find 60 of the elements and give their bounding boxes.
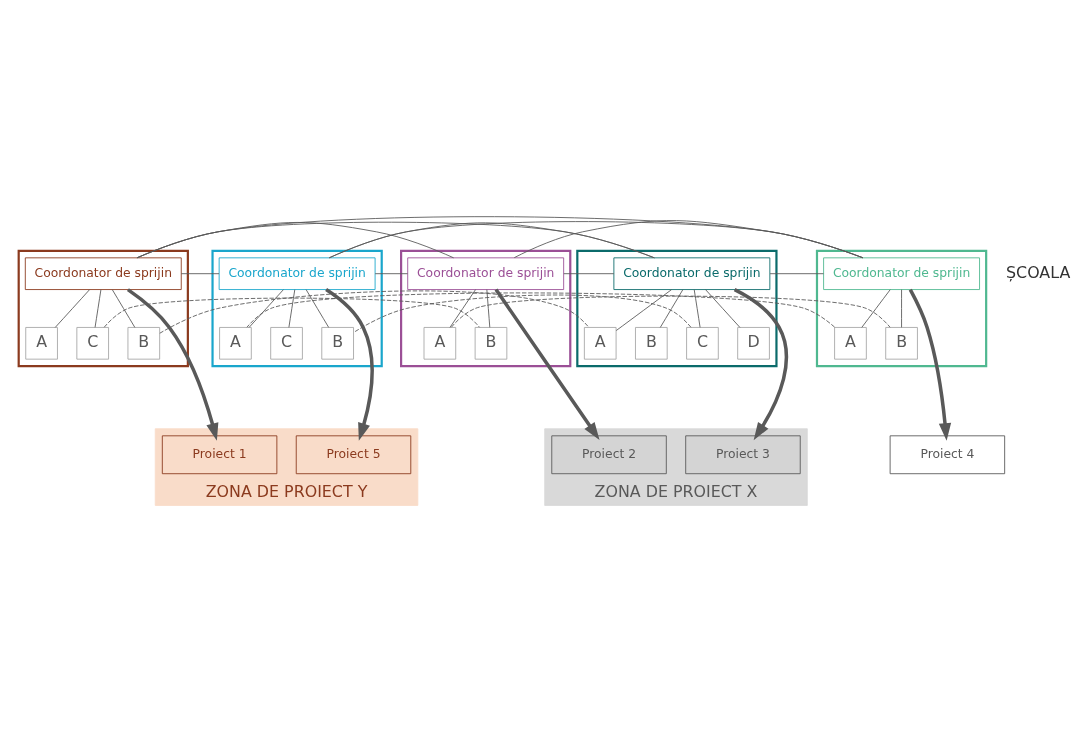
node-box: Proiect 1	[161, 435, 278, 475]
node-box: C	[270, 327, 303, 360]
connector	[328, 221, 864, 259]
connector	[246, 292, 836, 328]
arrow	[126, 288, 219, 441]
node-box: B	[635, 327, 668, 360]
node-box: A	[583, 327, 617, 360]
node-box: C	[76, 327, 109, 360]
cluster	[576, 249, 778, 368]
connector	[103, 297, 480, 328]
node-box: Coordonator de sprijin	[613, 257, 771, 290]
node-box: B	[474, 327, 508, 360]
node-box: Coordonator de sprijin	[24, 257, 182, 290]
connector	[449, 289, 476, 328]
cluster	[17, 249, 189, 368]
connector	[180, 273, 220, 275]
connector	[615, 289, 672, 331]
node-box: Proiect 4	[889, 435, 1006, 475]
node-box: B	[321, 327, 354, 360]
connector	[693, 289, 701, 328]
connector	[374, 273, 408, 275]
connector	[901, 289, 902, 328]
arrow	[733, 288, 789, 441]
arrow	[494, 288, 600, 441]
node-box: B	[127, 327, 161, 360]
arrow	[325, 288, 374, 441]
node-box: Proiect 2	[551, 435, 667, 475]
connector	[94, 289, 102, 328]
connector	[111, 289, 136, 328]
cluster	[211, 249, 383, 368]
label: ȘCOALA	[1006, 262, 1071, 282]
connector	[288, 289, 296, 328]
node-box: Coordonator de sprijin	[218, 257, 376, 290]
node-box: D	[737, 327, 770, 360]
connector	[248, 289, 284, 328]
connector	[486, 289, 491, 328]
node-box: C	[686, 327, 719, 360]
connector	[159, 290, 590, 334]
node-box: Coordonator de sprijin	[823, 257, 980, 290]
connector	[450, 295, 891, 328]
connector	[54, 289, 91, 328]
connector	[705, 289, 741, 328]
arrow	[908, 288, 952, 441]
connector	[769, 273, 824, 275]
node-box: A	[834, 327, 867, 360]
connector	[861, 289, 891, 328]
connector	[659, 289, 684, 328]
node-box: Proiect 3	[685, 435, 801, 475]
cluster	[815, 249, 988, 368]
node-box: Proiect 5	[295, 435, 412, 475]
node-box: A	[25, 327, 58, 360]
cluster	[400, 249, 572, 368]
connector	[136, 216, 864, 259]
connector	[305, 289, 330, 328]
node-box: B	[885, 327, 918, 360]
connector	[563, 273, 615, 275]
node-box: Coordonator de sprijin	[407, 257, 565, 290]
connector	[353, 294, 692, 333]
node-box: A	[423, 327, 457, 360]
node-box: A	[219, 327, 252, 360]
